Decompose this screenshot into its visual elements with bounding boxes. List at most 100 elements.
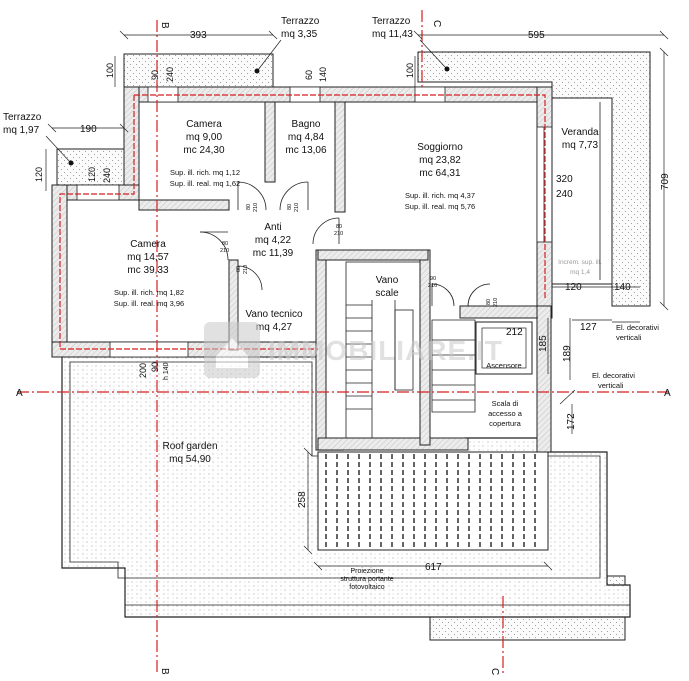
dim-120-left-window: 120 [87, 167, 97, 182]
anti-volume: mc 11,39 [253, 248, 294, 259]
roof-garden-area: mq 54,90 [169, 454, 211, 465]
dim-100-right: 100 [405, 63, 415, 78]
dimension-lines [45, 30, 669, 571]
terrace-2-name: Terrazzo [372, 16, 411, 27]
red-outline [59, 94, 546, 350]
stairs [345, 261, 421, 439]
section-marker-a-right: A [664, 388, 671, 399]
bagno-area: mq 4,84 [288, 132, 325, 143]
dim-212: 212 [506, 327, 523, 338]
dim-595: 595 [528, 30, 545, 41]
camera2-sup-rich: Sup. ill. rich. mq 1,82 [114, 288, 184, 297]
dim-100-left: 100 [105, 63, 115, 78]
dim-393: 393 [190, 30, 207, 41]
access-stair [431, 319, 476, 413]
terrace-top-left [123, 53, 274, 88]
proiezione-1: Proiezione [350, 568, 383, 575]
terrace-2-area: mq 11,43 [372, 29, 413, 40]
veranda-area: mq 7,73 [562, 140, 599, 151]
section-marker-c-top: C [431, 20, 442, 27]
decorativi-2-line1: El. decorativi [592, 371, 635, 380]
door-dim-80-b: 80 [287, 204, 293, 210]
decorative-labels: El. decorativi verticali El. decorativi … [592, 323, 659, 390]
dim-709: 709 [660, 173, 671, 190]
section-marker-b-bottom: B [159, 668, 170, 675]
door-dim-90-e: 90 [430, 276, 436, 282]
door-dim-80-g: 80 [486, 299, 492, 305]
terrace-3-area: mq 1,97 [3, 125, 40, 136]
section-marker-c-bottom: C [489, 668, 500, 675]
terrace-1-name: Terrazzo [281, 16, 320, 27]
dim-120-vertical: 120 [34, 167, 44, 182]
dim-189: 189 [562, 345, 573, 362]
vano-scale-name-1: Vano [376, 275, 399, 286]
dim-240-veranda: 240 [556, 189, 573, 200]
dim-320: 320 [556, 174, 573, 185]
terrace-3-name: Terrazzo [3, 112, 42, 123]
decorativi-1-line1: El. decorativi [616, 323, 659, 332]
dim-60: 60 [304, 70, 314, 80]
terrace-1-area: mq 3,35 [281, 29, 318, 40]
anti-area: mq 4,22 [255, 235, 292, 246]
dim-140-top: 140 [318, 67, 328, 82]
section-marker-b-top: B [159, 22, 170, 29]
vano-scale-name-2: scale [375, 288, 399, 299]
camera1-name: Camera [186, 119, 222, 130]
door-dim-210-a: 210 [253, 203, 259, 212]
terrace-labels: Terrazzo mq 3,35 Terrazzo mq 11,43 Terra… [3, 16, 450, 166]
soggiorno-sup-rich: Sup. ill. rich. mq 4,37 [405, 191, 475, 200]
dim-200: 200 [138, 363, 148, 378]
decorativi-1-line2: verticali [616, 333, 642, 342]
dim-258: 258 [297, 491, 308, 508]
dim-240-top: 240 [165, 67, 175, 82]
veranda-increm-label: Increm. sup. ill. [558, 259, 602, 266]
door-dim-210-f: 210 [243, 265, 249, 274]
dim-90-top: 90 [150, 70, 160, 80]
camera1-sup-rich: Sup. ill. rich. mq 1,12 [170, 168, 240, 177]
scala-accesso-1: Scala di [492, 399, 519, 408]
watermark: IMMOBILIARE.IT [204, 322, 503, 378]
veranda-room [551, 97, 613, 285]
veranda-increm-value: mq 1,4 [570, 269, 590, 276]
door-dim-80-f: 80 [236, 266, 242, 272]
dim-127: 127 [580, 322, 597, 333]
vano-tecnico-area: mq 4,27 [256, 322, 293, 333]
roof-garden [61, 355, 631, 618]
doors [199, 181, 491, 307]
decorativi-2-line2: verticali [598, 381, 624, 390]
dim-240-left-window: 240 [102, 168, 112, 183]
dim-h140: h 140 [163, 362, 170, 380]
camera2-volume: mc 39,33 [127, 265, 169, 276]
door-dim-80-d: 80 [336, 224, 342, 230]
door-dim-210-b: 210 [294, 203, 300, 212]
scala-accesso-3: copertura [489, 419, 522, 428]
camera2-area: mq 14,57 [127, 252, 169, 263]
camera2-name: Camera [130, 239, 166, 250]
room-labels: Camera mq 9,00 mc 24,30 Sup. ill. rich. … [114, 119, 602, 591]
dim-617: 617 [425, 562, 442, 573]
proiezione-3: fotovoltaico [349, 584, 385, 591]
elevator-shaft [475, 321, 533, 375]
bagno-name: Bagno [292, 119, 321, 130]
bagno-volume: mc 13,06 [285, 145, 327, 156]
dim-140: 140 [614, 282, 631, 293]
dim-172: 172 [566, 413, 577, 430]
scala-accesso-2: accesso a [488, 409, 523, 418]
terrace-left [56, 148, 125, 192]
roof-garden-name: Roof garden [162, 441, 217, 452]
dim-120: 120 [565, 282, 582, 293]
watermark-text: IMMOBILIARE.IT [268, 335, 503, 366]
soggiorno-name: Soggiorno [417, 142, 463, 153]
soggiorno-area: mq 23,82 [419, 155, 461, 166]
camera1-sup-real: Sup. ill. real. mq 1,62 [170, 179, 240, 188]
camera1-area: mq 9,00 [186, 132, 223, 143]
door-dim-80-a: 80 [246, 204, 252, 210]
camera1-volume: mc 24,30 [183, 145, 225, 156]
door-dim-210-g: 210 [493, 298, 499, 307]
anti-name: Anti [264, 222, 281, 233]
ascensore-name: Ascensore [486, 361, 521, 370]
door-dim-210-d: 210 [334, 231, 343, 237]
door-dim-210-c: 210 [220, 248, 229, 254]
dim-190: 190 [80, 124, 97, 135]
